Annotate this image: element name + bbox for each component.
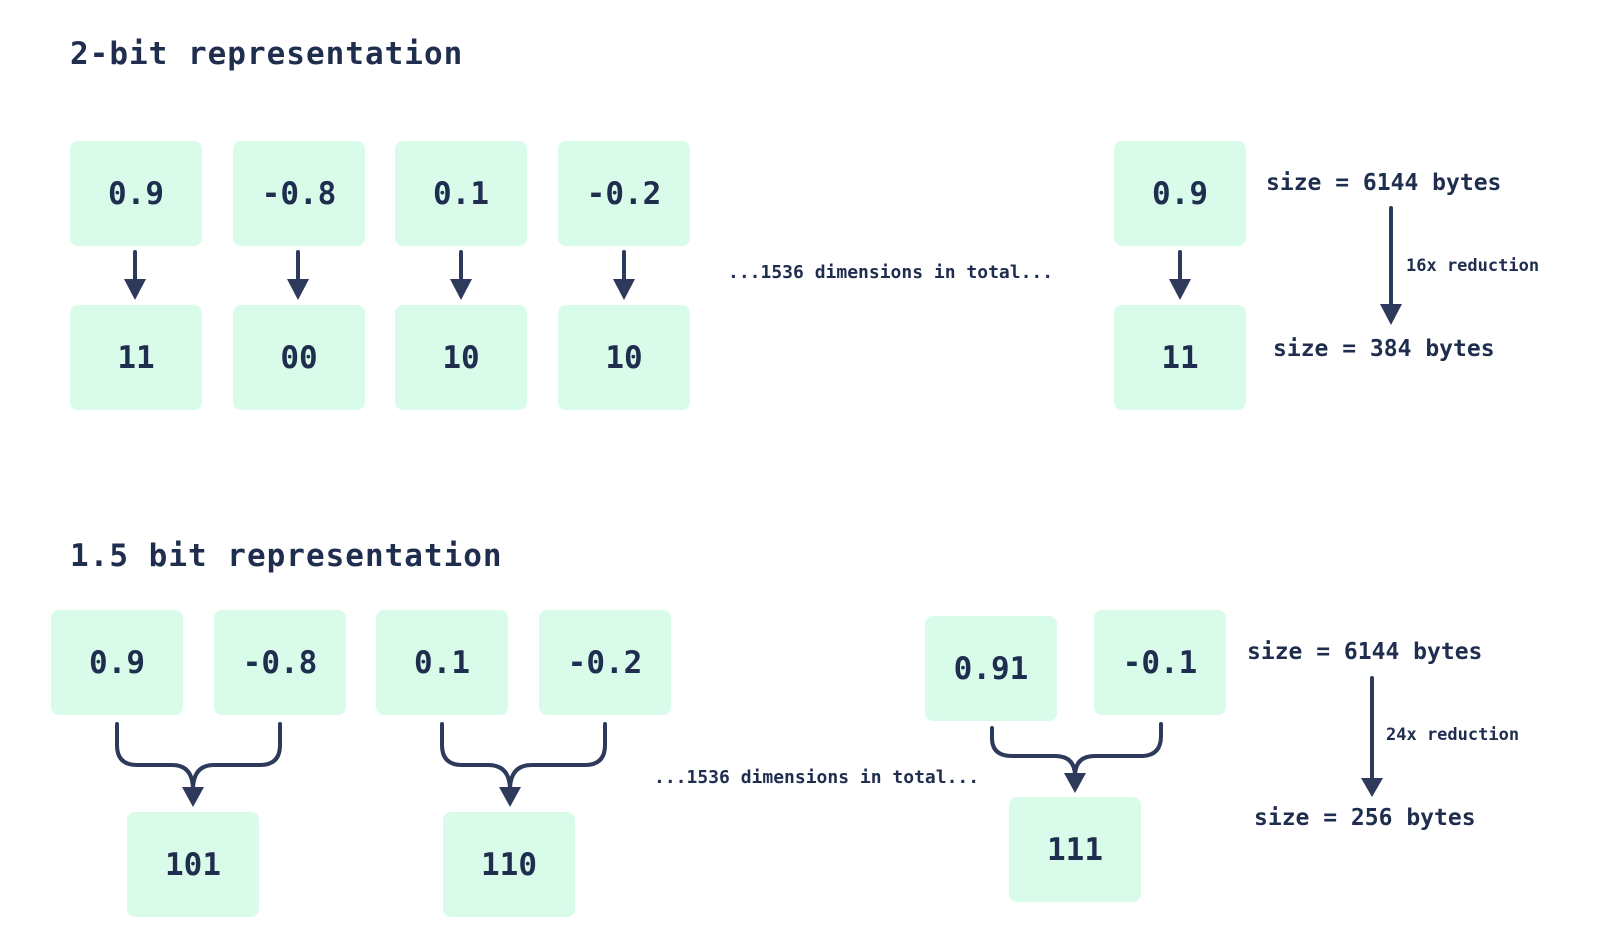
input-value-box: 0.91: [925, 616, 1057, 721]
merge-connector: [440, 722, 607, 792]
input-value-box: -0.8: [214, 610, 346, 715]
output-bits-box: 00: [233, 305, 365, 410]
reduction-label: 16x reduction: [1406, 256, 1540, 276]
merge-connector: [990, 722, 1163, 778]
output-bits-box: 10: [558, 305, 690, 410]
arrowhead: [182, 787, 204, 807]
output-bits-box: 11: [1114, 305, 1246, 410]
size-before-label: size = 6144 bytes: [1247, 639, 1483, 665]
arrowhead: [287, 279, 309, 300]
arrowhead: [1064, 773, 1086, 793]
arrowhead: [450, 279, 472, 300]
reduction-label: 24x reduction: [1386, 725, 1520, 745]
output-bits-box: 101: [127, 812, 259, 917]
output-bits-box: 111: [1009, 797, 1141, 902]
input-value-box: 0.1: [395, 141, 527, 246]
input-value-box: 0.9: [70, 141, 202, 246]
dimensions-note: ...1536 dimensions in total...: [728, 262, 1054, 283]
input-value-box: -0.1: [1094, 610, 1226, 715]
size-after-label: size = 256 bytes: [1254, 805, 1476, 831]
arrowhead: [1361, 778, 1383, 797]
input-value-box: 0.1: [376, 610, 508, 715]
input-value-box: 0.9: [51, 610, 183, 715]
input-value-box: -0.2: [539, 610, 671, 715]
input-value-box: -0.2: [558, 141, 690, 246]
output-bits-box: 110: [443, 812, 575, 917]
size-before-label: size = 6144 bytes: [1266, 170, 1502, 196]
arrowhead: [1169, 279, 1191, 300]
size-after-label: size = 384 bytes: [1273, 336, 1495, 362]
output-bits-box: 10: [395, 305, 527, 410]
input-value-box: 0.9: [1114, 141, 1246, 246]
merge-connector: [115, 722, 282, 792]
arrowhead: [499, 787, 521, 807]
arrowhead: [1380, 304, 1402, 325]
section-title-2bit: 2-bit representation: [70, 36, 464, 72]
input-value-box: -0.8: [233, 141, 365, 246]
section-title-1-5bit: 1.5 bit representation: [70, 538, 503, 574]
arrowhead: [124, 279, 146, 300]
dimensions-note: ...1536 dimensions in total...: [654, 767, 980, 788]
output-bits-box: 11: [70, 305, 202, 410]
arrowhead: [613, 279, 635, 300]
